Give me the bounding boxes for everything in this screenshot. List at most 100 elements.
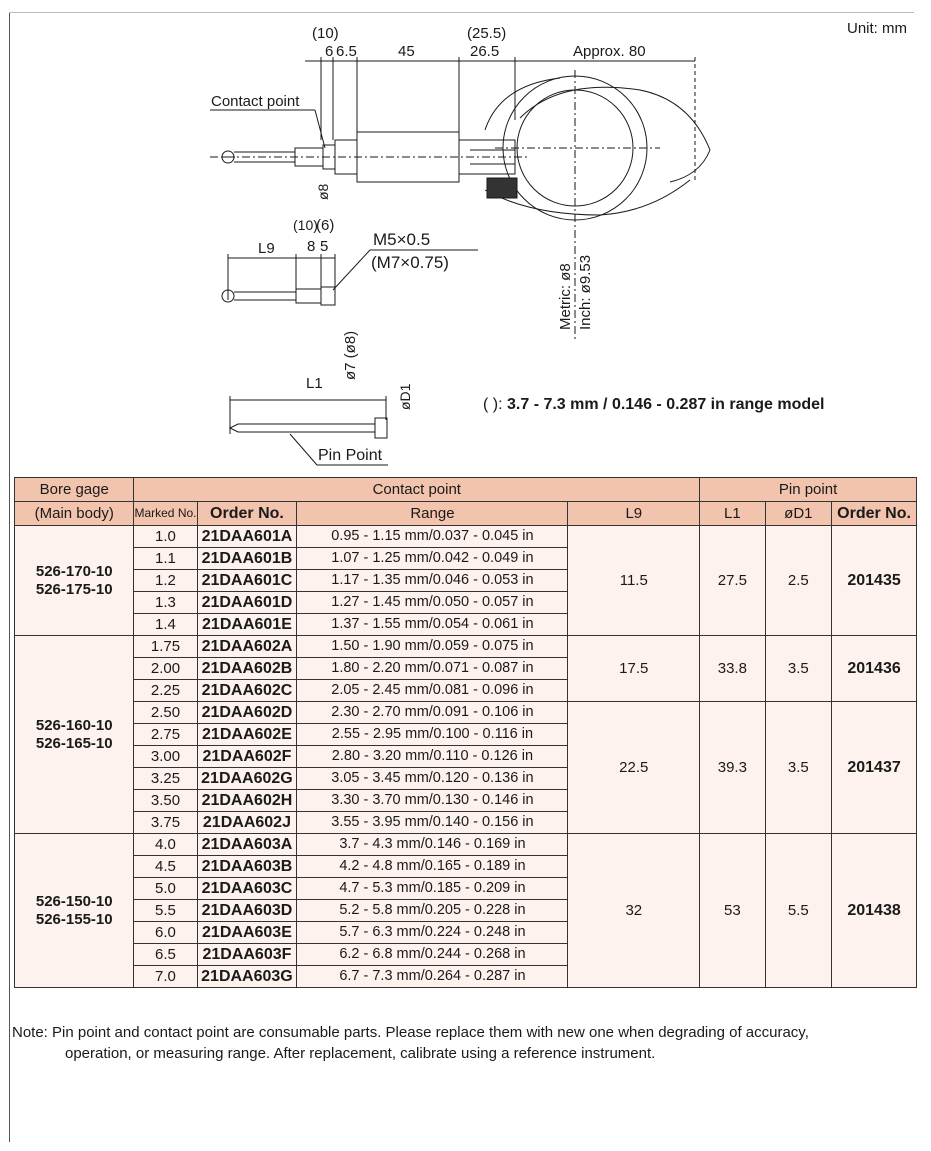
- header-marked-no: Marked No.: [133, 501, 198, 526]
- dim-25-5: (25.5): [467, 25, 506, 42]
- model-number: 526-150-10: [35, 892, 113, 910]
- consumable-note: Note: Pin point and contact point are co…: [12, 1022, 922, 1064]
- range-cell: 1.80 - 2.20 mm/0.071 - 0.087 in: [296, 657, 569, 680]
- dia-7-label: ø7 (ø8): [342, 331, 359, 380]
- order-no-cell: 21DAA602J: [196, 811, 298, 834]
- marked-no-cell: 2.25: [133, 679, 198, 702]
- dim-mid-10: (10): [293, 217, 318, 233]
- header-contact-point: Contact point: [133, 477, 701, 502]
- note-line-2: operation, or measuring range. After rep…: [65, 1045, 656, 1062]
- dia-8-label: ø8: [315, 183, 331, 200]
- model-number: 526-160-10: [35, 716, 113, 734]
- model-number: 526-175-10: [35, 580, 113, 598]
- marked-no-cell: 2.00: [133, 657, 198, 680]
- pin-order-no-cell: 201436: [831, 635, 917, 702]
- range-note-prefix: ( ):: [483, 396, 507, 413]
- range-cell: 1.07 - 1.25 mm/0.042 - 0.049 in: [296, 547, 569, 570]
- order-no-cell: 21DAA601C: [196, 569, 298, 592]
- order-no-cell: 21DAA601D: [196, 591, 298, 614]
- contact-point-label: Contact point: [211, 93, 300, 110]
- note-line-1: Note: Pin point and contact point are co…: [12, 1024, 809, 1041]
- dim-mid-5: 5: [320, 238, 328, 255]
- marked-no-cell: 1.4: [133, 613, 198, 636]
- thread-alt-label: (M7×0.75): [371, 253, 449, 272]
- range-cell: 6.2 - 6.8 mm/0.244 - 0.268 in: [296, 943, 569, 966]
- dim-45: 45: [398, 43, 415, 60]
- order-no-cell: 21DAA603D: [196, 899, 298, 922]
- pin-order-no-cell: 201438: [831, 833, 917, 988]
- marked-no-cell: 1.75: [133, 635, 198, 658]
- range-cell: 2.05 - 2.45 mm/0.081 - 0.096 in: [296, 679, 569, 702]
- d1-cell: 2.5: [764, 525, 833, 636]
- order-no-cell: 21DAA602B: [196, 657, 298, 680]
- header-l9: L9: [567, 501, 701, 526]
- range-model-note: ( ): 3.7 - 7.3 mm / 0.146 - 0.287 in ran…: [483, 396, 824, 414]
- header-main-body: (Main body): [13, 501, 135, 526]
- range-cell: 5.2 - 5.8 mm/0.205 - 0.228 in: [296, 899, 569, 922]
- d1-cell: 3.5: [764, 635, 833, 702]
- l9-cell: 32: [567, 833, 701, 988]
- range-note-text: 3.7 - 7.3 mm / 0.146 - 0.287 in range mo…: [507, 396, 825, 413]
- order-no-cell: 21DAA602A: [196, 635, 298, 658]
- order-no-cell: 21DAA603C: [196, 877, 298, 900]
- dim-10: (10): [312, 25, 339, 42]
- range-cell: 1.37 - 1.55 mm/0.054 - 0.061 in: [296, 613, 569, 636]
- order-no-cell: 21DAA602D: [196, 701, 298, 724]
- marked-no-cell: 3.50: [133, 789, 198, 812]
- order-no-cell: 21DAA603A: [196, 833, 298, 856]
- thread-label: M5×0.5: [373, 230, 430, 249]
- range-cell: 2.80 - 3.20 mm/0.110 - 0.126 in: [296, 745, 569, 768]
- order-no-cell: 21DAA602G: [196, 767, 298, 790]
- l1-cell: 39.3: [699, 701, 766, 834]
- d1-cell: 3.5: [764, 701, 833, 834]
- range-cell: 4.7 - 5.3 mm/0.185 - 0.209 in: [296, 877, 569, 900]
- range-cell: 6.7 - 7.3 mm/0.264 - 0.287 in: [296, 965, 569, 988]
- order-no-cell: 21DAA603G: [196, 965, 298, 988]
- range-cell: 1.27 - 1.45 mm/0.050 - 0.057 in: [296, 591, 569, 614]
- bore-gage-drawing: (10) 6 6.5 45 (25.5) 26.5 Approx. 80 Con…: [210, 25, 711, 466]
- dim-l9: L9: [258, 240, 275, 257]
- dim-6: 6: [325, 43, 333, 60]
- marked-no-cell: 1.0: [133, 525, 198, 548]
- l9-cell: 11.5: [567, 525, 701, 636]
- pin-point-label: Pin Point: [318, 447, 383, 464]
- dim-26-5: 26.5: [470, 43, 499, 60]
- pin-order-no-cell: 201435: [831, 525, 917, 636]
- dia-d1-label: øD1: [397, 383, 413, 410]
- header-bore-gage: Bore gage: [13, 477, 135, 502]
- marked-no-cell: 4.0: [133, 833, 198, 856]
- header-pin-point: Pin point: [699, 477, 917, 502]
- l1-cell: 53: [699, 833, 766, 988]
- dim-6-5: 6.5: [336, 43, 357, 60]
- order-no-cell: 21DAA603F: [196, 943, 298, 966]
- metric-dia-label: Metric: ø8: [557, 263, 574, 330]
- dim-approx-80: Approx. 80: [573, 43, 646, 60]
- header-order-no: Order No.: [196, 501, 298, 526]
- l9-cell: 22.5: [567, 701, 701, 834]
- range-cell: 1.17 - 1.35 mm/0.046 - 0.053 in: [296, 569, 569, 592]
- marked-no-cell: 1.1: [133, 547, 198, 570]
- header-pin-order-no: Order No.: [831, 501, 917, 526]
- marked-no-cell: 5.5: [133, 899, 198, 922]
- marked-no-cell: 2.75: [133, 723, 198, 746]
- marked-no-cell: 1.3: [133, 591, 198, 614]
- unit-label: Unit: mm: [847, 20, 907, 37]
- marked-no-cell: 1.2: [133, 569, 198, 592]
- model-number: 526-170-10: [35, 562, 113, 580]
- l1-cell: 33.8: [699, 635, 766, 702]
- table-header: Bore gage Contact point Pin point (Main …: [13, 477, 917, 526]
- range-cell: 2.30 - 2.70 mm/0.091 - 0.106 in: [296, 701, 569, 724]
